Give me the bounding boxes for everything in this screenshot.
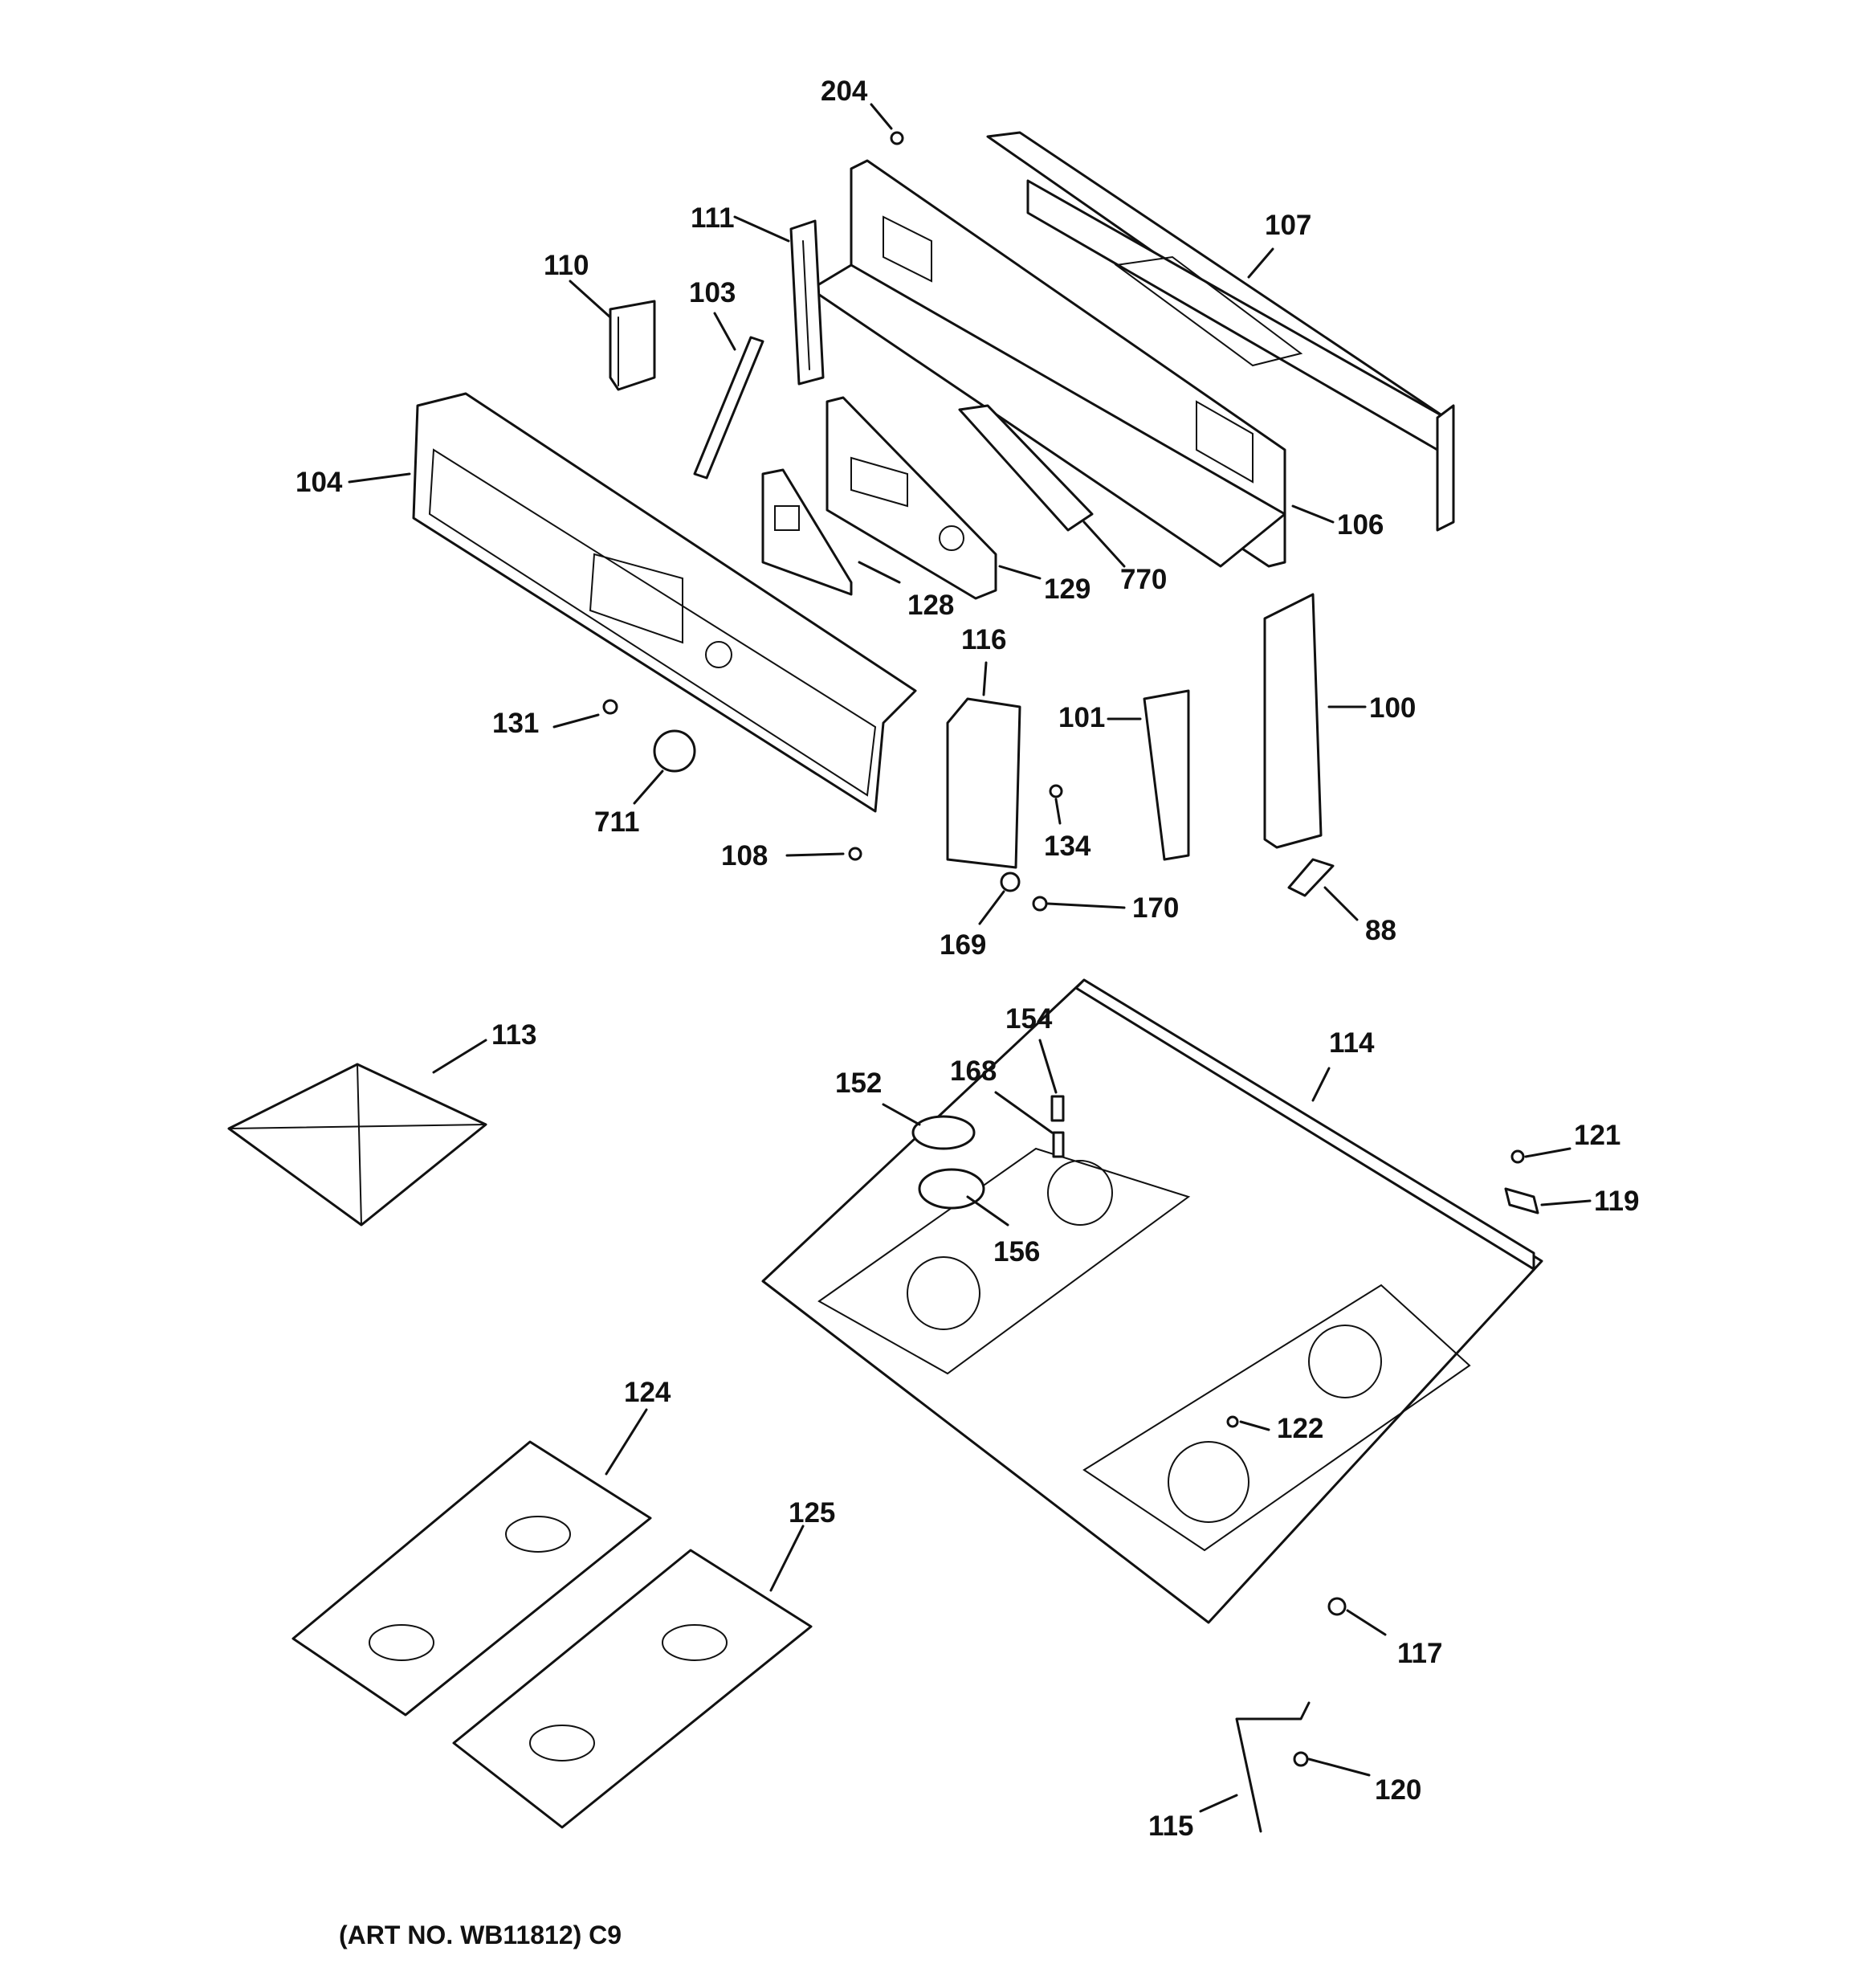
part-170-screw	[1032, 896, 1048, 912]
callout-152: 152	[835, 1067, 882, 1099]
callout-770: 770	[1120, 564, 1167, 595]
part-770-harness	[958, 404, 1094, 532]
callout-168: 168	[950, 1055, 997, 1087]
callout-128: 128	[907, 590, 954, 621]
callout-111: 111	[691, 202, 735, 234]
callout-115: 115	[1148, 1810, 1193, 1842]
part-128-overlay	[761, 468, 853, 596]
callout-100: 100	[1369, 692, 1416, 724]
part-119-hinge	[1504, 1187, 1539, 1214]
callout-117: 117	[1397, 1638, 1442, 1669]
part-100-end-cap	[1263, 593, 1323, 849]
part-101-bracket	[1143, 689, 1190, 861]
part-122-screw	[1226, 1415, 1239, 1428]
part-113-grate	[227, 1063, 487, 1227]
part-168-electrode	[1052, 1131, 1065, 1158]
callout-134: 134	[1044, 831, 1091, 862]
part-131-knob-insert	[602, 699, 618, 715]
callout-114: 114	[1329, 1027, 1375, 1059]
part-106-backguard	[809, 159, 1286, 568]
callout-122: 122	[1277, 1413, 1323, 1444]
callout-121: 121	[1574, 1120, 1620, 1151]
part-125-burner-pan	[452, 1549, 813, 1829]
part-111-bracket	[789, 219, 825, 386]
leader-lines	[348, 103, 1592, 1813]
part-204-screw	[890, 131, 904, 145]
part-129-control-board	[826, 396, 997, 600]
part-103-rail	[693, 336, 764, 480]
callout-154: 154	[1005, 1003, 1053, 1035]
part-117-nut	[1327, 1597, 1347, 1616]
part-108-screw	[848, 847, 862, 861]
part-88-clip	[1287, 858, 1335, 897]
callout-116: 116	[961, 624, 1006, 655]
callout-103: 103	[689, 277, 736, 308]
callout-120: 120	[1375, 1774, 1421, 1806]
callout-124: 124	[624, 1377, 671, 1408]
part-104-control-panel	[412, 392, 917, 813]
part-110-switch	[609, 300, 656, 391]
part-154-orifice	[1050, 1095, 1065, 1122]
callout-108: 108	[721, 840, 768, 872]
part-116-end-cap	[946, 697, 1021, 869]
callout-119: 119	[1594, 1186, 1639, 1217]
callout-106: 106	[1337, 509, 1384, 541]
part-121-screw	[1510, 1149, 1525, 1164]
callout-131: 131	[492, 708, 539, 739]
part-169-washer	[1000, 872, 1021, 892]
callout-107: 107	[1265, 210, 1311, 241]
art-number: (ART NO. WB11812) C9	[339, 1921, 622, 1949]
callout-156: 156	[993, 1236, 1040, 1268]
callout-129: 129	[1044, 574, 1090, 605]
part-115-rod	[1235, 1701, 1311, 1833]
part-120-nut	[1293, 1751, 1309, 1767]
part-134-screw	[1049, 784, 1063, 798]
callout-labels: 204 111 110 103 107 104 106 128 129 770 …	[296, 76, 1639, 1949]
callout-113: 113	[491, 1019, 536, 1051]
callout-110: 110	[544, 250, 589, 281]
part-156-burner-head	[918, 1168, 985, 1210]
callout-711: 711	[594, 806, 639, 838]
callout-125: 125	[789, 1497, 835, 1529]
part-711-knob	[653, 729, 696, 773]
callout-169: 169	[940, 929, 986, 961]
part-107-rear-cover	[986, 131, 1455, 532]
callout-204: 204	[821, 76, 868, 107]
part-124-burner-pan	[291, 1440, 652, 1717]
callout-101: 101	[1058, 702, 1105, 733]
callout-88: 88	[1365, 915, 1396, 946]
callout-104: 104	[296, 467, 343, 498]
part-152-burner-cap	[911, 1115, 976, 1150]
callout-170: 170	[1132, 892, 1179, 924]
